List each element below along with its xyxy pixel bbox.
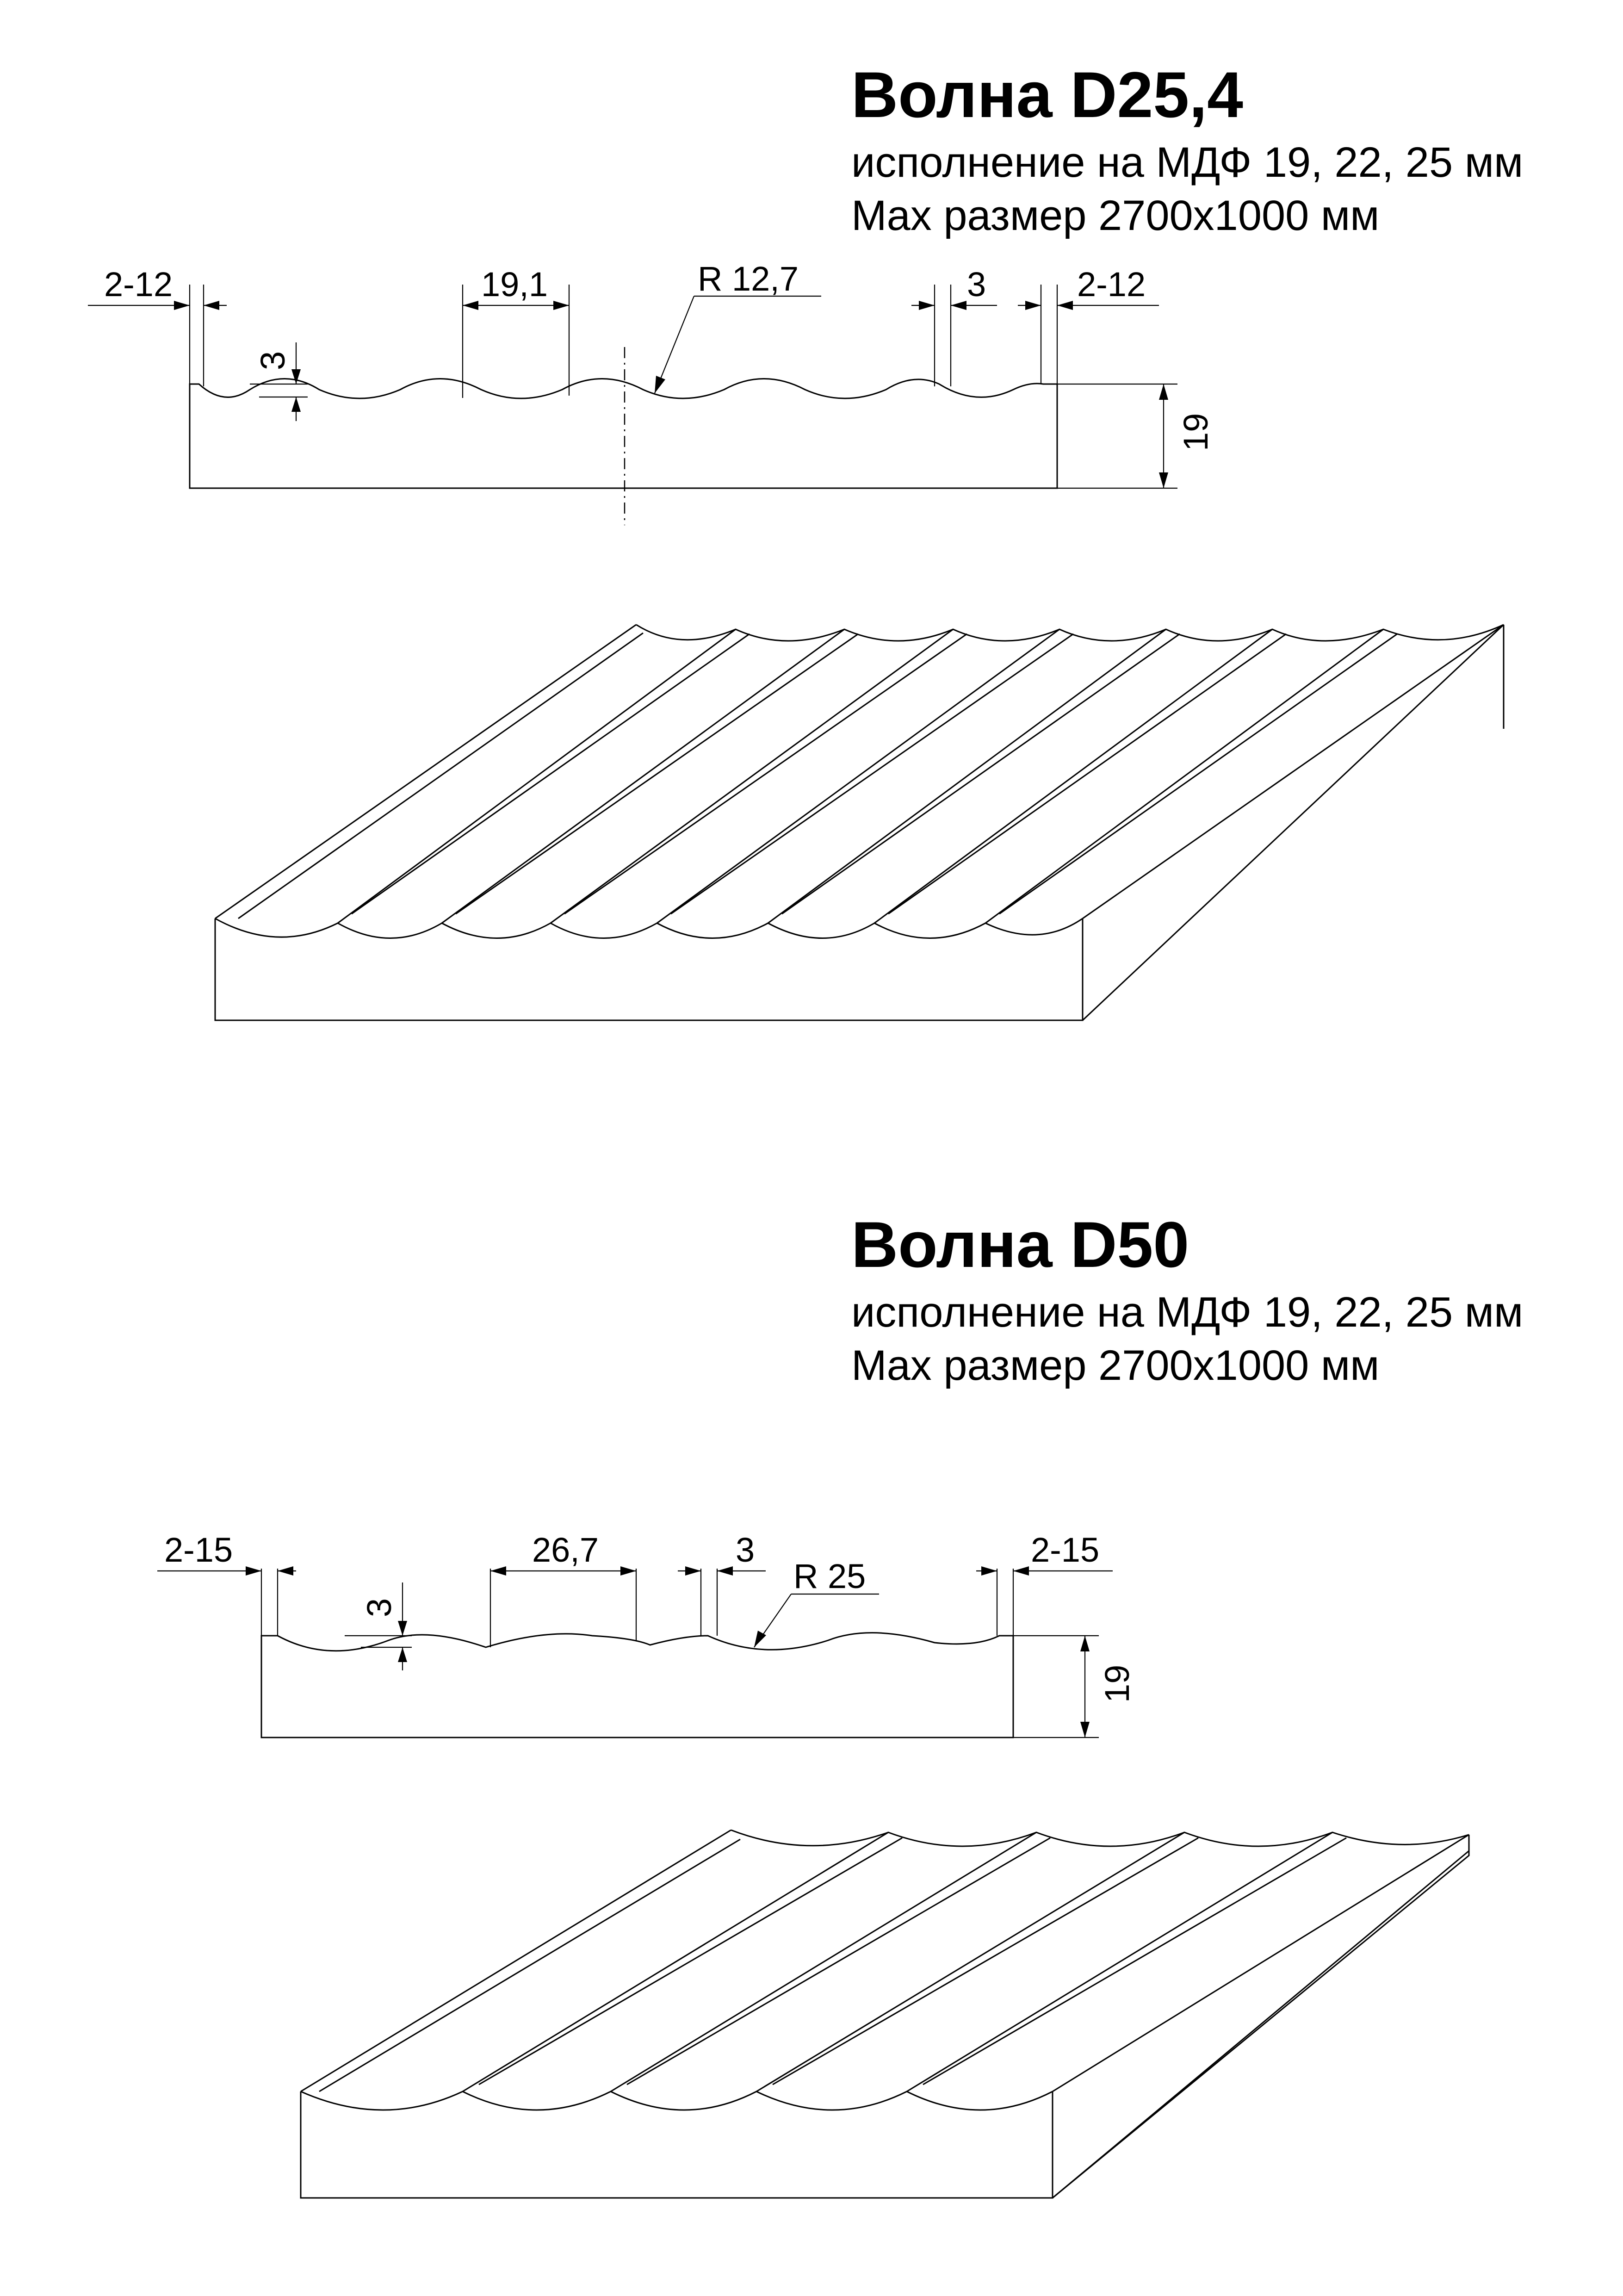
profile-2-dim-pitch: 26,7: [532, 1531, 599, 1569]
profile-2-dim-thickness: 19: [1098, 1665, 1136, 1703]
profile-1-dim-gap: 3: [967, 265, 986, 304]
profile-2-dim-radius: R 25: [793, 1557, 866, 1595]
profile-1-subtitle-materials: исполнение на МДФ 19, 22, 25 мм: [851, 139, 1524, 186]
profile-1-isometric: [214, 624, 1505, 1021]
profile-1-dim-thickness: 19: [1177, 413, 1215, 451]
profile-2-section-shape: [260, 1632, 1014, 1738]
profile-2-section: 2-15 26,7 3 R 25 2-15 3 1: [157, 1531, 1136, 1738]
profile-1-dim-edge-left: 2-12: [104, 265, 173, 304]
profile-1-section-shape: [189, 378, 1058, 489]
profile-2-isometric: [300, 1829, 1470, 2199]
profile-2-dim-edge-right: 2-15: [1031, 1531, 1099, 1569]
profile-1-subtitle-maxsize: Max размер 2700x1000 мм: [851, 192, 1380, 239]
profile-1-title: Волна D25,4: [851, 58, 1243, 131]
profile-1-section: 2-12 19,1 R 12,7 3 2-12 3: [88, 260, 1215, 525]
profile-1-dim-pitch: 19,1: [481, 265, 548, 304]
profile-1-dim-edge-right: 2-12: [1077, 265, 1146, 304]
profile-2-subtitle-materials: исполнение на МДФ 19, 22, 25 мм: [851, 1289, 1524, 1336]
profile-1-dim-depth: 3: [254, 351, 292, 370]
profile-2-subtitle-maxsize: Max размер 2700x1000 мм: [851, 1342, 1380, 1389]
profile-2-dim-gap: 3: [736, 1531, 755, 1569]
profile-2-dim-depth: 3: [360, 1598, 398, 1617]
profile-1-dim-radius: R 12,7: [698, 260, 799, 298]
profile-2-dim-edge-left: 2-15: [164, 1531, 233, 1569]
profile-2-title: Волна D50: [851, 1208, 1189, 1281]
